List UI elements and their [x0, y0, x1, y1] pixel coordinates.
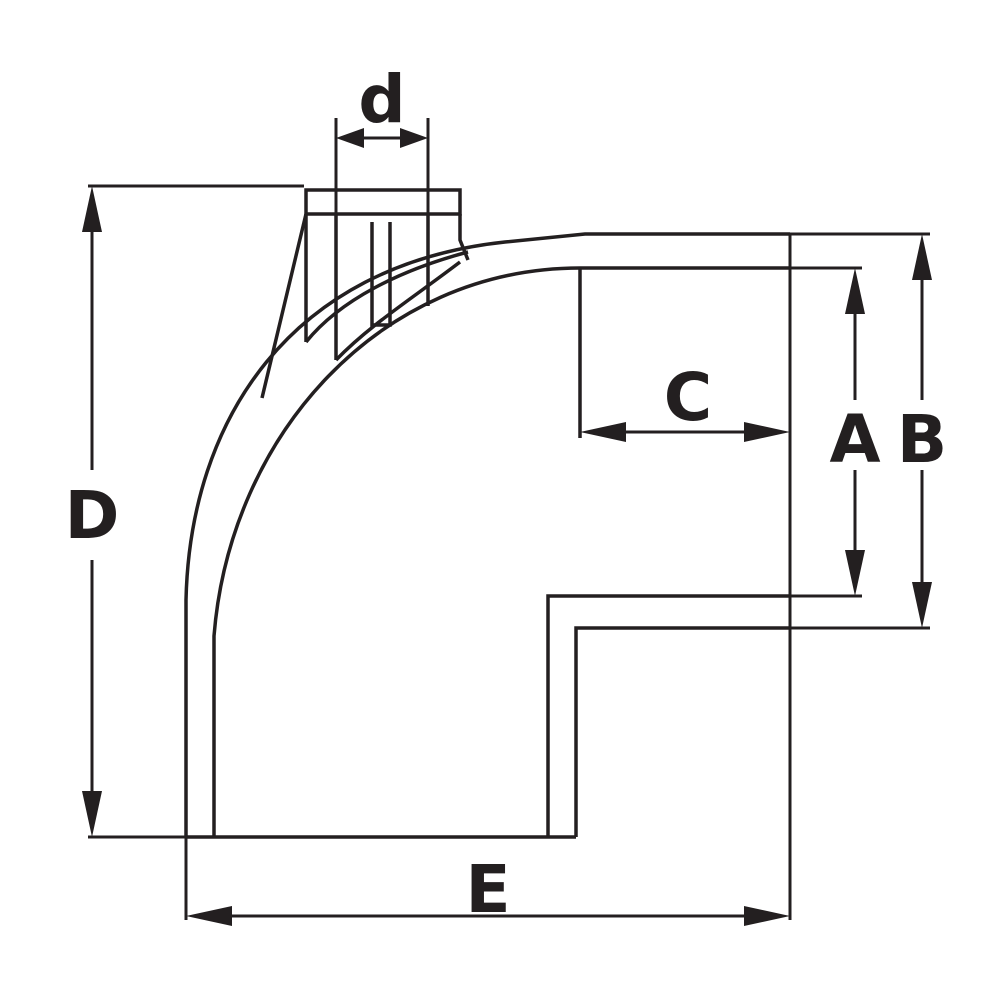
dimension-A: A — [829, 268, 881, 596]
dimension-D: D — [65, 186, 120, 837]
elbow-body — [184, 232, 790, 839]
dim-B-arrow-bottom — [912, 582, 932, 628]
dim-E-arrow-right — [744, 906, 790, 926]
dim-B-label: B — [897, 401, 947, 478]
dimension-B: B — [897, 234, 947, 628]
tapping-spigot — [260, 188, 470, 399]
dim-E-arrow-left — [186, 906, 232, 926]
dim-D-arrow-top — [82, 186, 102, 232]
spigot-cap — [304, 188, 462, 216]
dim-A-arrow-top — [845, 268, 865, 314]
dim-d-label: d — [358, 61, 405, 138]
horizontal-inner-wall — [546, 594, 790, 837]
dim-C-arrow-left — [580, 422, 626, 442]
dim-d-arrow-right — [400, 128, 428, 148]
spigot-center-pin — [370, 222, 392, 327]
spigot-saddle — [304, 250, 469, 344]
elbow-outer-contour — [184, 232, 790, 837]
dim-A-arrow-bottom — [845, 550, 865, 596]
dim-A-label: A — [829, 401, 880, 478]
dim-d-arrow-left — [336, 128, 364, 148]
dim-E-label: E — [465, 851, 510, 928]
dim-D-label: D — [65, 477, 120, 554]
horizontal-outer-wall — [574, 626, 790, 837]
elbow-inner-contour — [212, 266, 790, 837]
extension-lines — [88, 118, 930, 920]
dim-C-label: C — [664, 359, 712, 436]
dimension-d: d — [336, 61, 428, 148]
dim-D-arrow-bottom — [82, 791, 102, 837]
dim-B-arrow-top — [912, 234, 932, 280]
dimension-E: E — [186, 851, 790, 928]
dimension-C: C — [580, 359, 790, 442]
dim-C-arrow-right — [744, 422, 790, 442]
spigot-left-flank — [260, 213, 308, 399]
spigot-saddle-inner — [334, 260, 462, 362]
